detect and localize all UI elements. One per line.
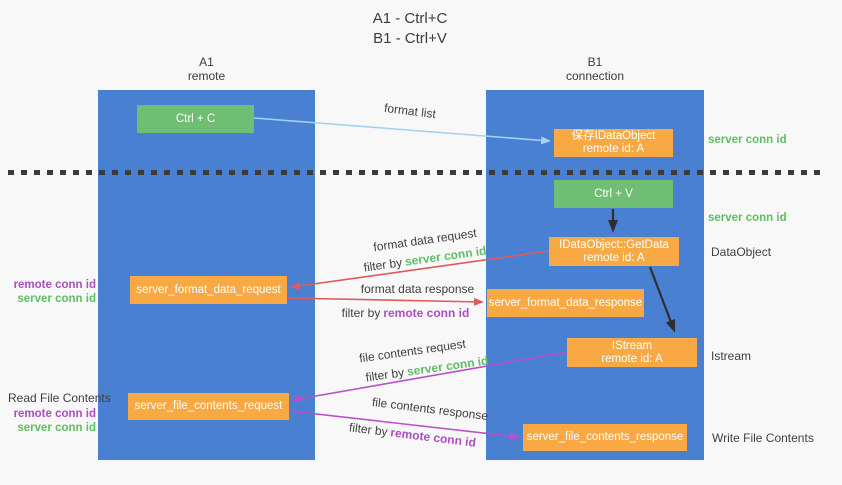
istream-line2: remote id: A bbox=[601, 352, 663, 365]
lane-b1-subtitle: connection bbox=[565, 69, 625, 83]
filter-by-text: filter by bbox=[341, 306, 381, 320]
lane-header-b1: B1 connection bbox=[486, 55, 704, 83]
node-server-file-contents-request: server_file_contents_request bbox=[128, 393, 289, 420]
node-save-idataobject: 保存IDataObject remote id: A bbox=[554, 129, 673, 157]
server-conn-id-key: server conn id bbox=[406, 353, 490, 379]
file-request-label: server_file_contents_request bbox=[134, 400, 283, 412]
format-response-label: server_format_data_response bbox=[488, 296, 643, 309]
annotation-server-conn-id-top: server conn id bbox=[708, 134, 787, 146]
filter-by-text: filter by bbox=[364, 365, 406, 385]
node-ctrl-c: Ctrl + C bbox=[137, 105, 254, 133]
save-idataobject-line2: remote id: A bbox=[582, 143, 645, 155]
remote-conn-id-label: remote conn id bbox=[13, 279, 96, 291]
file-response-label: server_file_contents_response bbox=[526, 431, 684, 443]
annotation-write-file-contents: Write File Contents bbox=[712, 431, 814, 445]
getdata-line1: IDataObject::GetData bbox=[559, 238, 669, 251]
node-server-format-data-request: server_format_data_request bbox=[130, 276, 287, 304]
annotation-server-conn-id-mid: server conn id bbox=[708, 212, 787, 224]
server-conn-id-label: server conn id bbox=[17, 422, 96, 434]
edge-label-format-list: format list bbox=[383, 100, 437, 122]
remote-conn-id-key: remote conn id bbox=[383, 306, 470, 320]
annotation-read-file-contents: Read File Contents bbox=[8, 391, 111, 405]
annotation-left-conn-ids-top: remote conn id server conn id bbox=[8, 278, 96, 306]
annotation-istream: Istream bbox=[711, 349, 752, 363]
save-idataobject-line1: 保存IDataObject bbox=[571, 130, 656, 142]
ctrl-v-label: Ctrl + V bbox=[594, 187, 633, 200]
edge-label-format-data-response: format data response bbox=[360, 282, 475, 296]
server-conn-id-label: server conn id bbox=[17, 293, 96, 305]
annotation-dataobject: DataObject bbox=[711, 245, 772, 259]
lane-a1-subtitle: remote bbox=[187, 69, 226, 83]
title-line-1: A1 - Ctrl+C bbox=[372, 10, 448, 27]
arrow-format-data-response bbox=[287, 297, 484, 306]
title-line-2: B1 - Ctrl+V bbox=[373, 30, 447, 47]
node-server-file-contents-response: server_file_contents_response bbox=[523, 424, 687, 451]
dotted-separator bbox=[8, 170, 824, 175]
annotation-left-conn-ids-bottom: remote conn id server conn id bbox=[8, 407, 96, 435]
edge-label-file-contents-response-filter: filter byremote conn id bbox=[345, 420, 481, 450]
getdata-line2: remote id: A bbox=[583, 251, 645, 264]
format-request-label: server_format_data_request bbox=[136, 283, 281, 296]
filter-by-text: filter by bbox=[348, 420, 389, 439]
ctrl-c-label: Ctrl + C bbox=[175, 112, 216, 125]
remote-conn-id-key: remote conn id bbox=[389, 425, 477, 450]
diagram-title: A1 - Ctrl+C B1 - Ctrl+V bbox=[300, 9, 520, 49]
node-idataobject-getdata: IDataObject::GetData remote id: A bbox=[549, 237, 679, 266]
lane-header-a1: A1 remote bbox=[98, 55, 315, 83]
istream-line1: IStream bbox=[611, 339, 653, 352]
node-server-format-data-response: server_format_data_response bbox=[487, 289, 644, 317]
node-ctrl-v: Ctrl + V bbox=[554, 180, 673, 208]
remote-conn-id-label: remote conn id bbox=[13, 408, 96, 420]
lane-b1-name: B1 bbox=[587, 55, 603, 69]
lane-a1-name: A1 bbox=[199, 55, 214, 69]
edge-label-file-contents-response: file contents response bbox=[371, 394, 489, 424]
node-istream: IStream remote id: A bbox=[567, 338, 697, 367]
filter-by-text: filter by bbox=[362, 255, 404, 275]
